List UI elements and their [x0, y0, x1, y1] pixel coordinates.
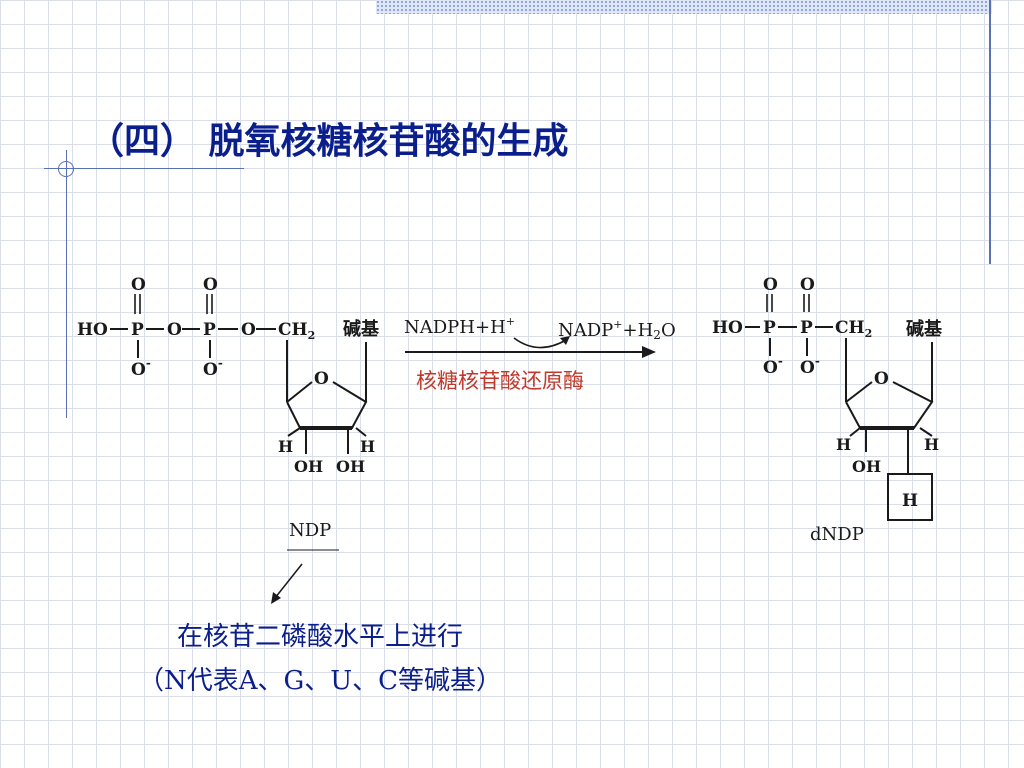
product-ribose-ring: [845, 381, 873, 403]
substrate-oh-right: OH: [336, 457, 365, 476]
substrate-bond: [287, 427, 301, 437]
decorative-dot-band: [376, 0, 992, 14]
substrate-o-bridge1: O: [167, 320, 182, 340]
product-o-top1: O: [763, 275, 778, 295]
cofactor-in: NADPH+H+: [404, 315, 515, 338]
substrate-p1: P: [131, 320, 144, 340]
substrate-ribose-ring: [286, 381, 313, 403]
substrate-ho: HO: [77, 320, 108, 340]
slide-title: （四） 脱氧核糖核苷酸的生成: [88, 120, 569, 162]
substrate-p2: P: [203, 320, 216, 340]
substrate-h-right: H: [360, 437, 375, 456]
product-ho: HO: [712, 318, 743, 338]
substrate-bond: [355, 427, 367, 437]
note-line-2: （N代表A、G、U、C等碱基）: [137, 666, 503, 696]
substrate-o-top1: O: [131, 275, 146, 295]
product-ch2: CH2: [835, 318, 872, 340]
product-p2: P: [800, 318, 813, 338]
substrate-label: NDP: [289, 520, 331, 541]
substrate-o-minus2: O-: [203, 356, 223, 380]
cofactor-curve-arrow: [513, 337, 567, 349]
enzyme-label: 核糖核苷酸还原酶: [416, 369, 584, 393]
substrate-ring-o: O: [314, 369, 329, 389]
product-oh-left: OH: [852, 457, 881, 476]
product-p1: P: [763, 318, 776, 338]
substrate-o-top2: O: [203, 275, 218, 295]
product-o-minus1: O-: [763, 354, 783, 378]
product-h-boxed: H: [902, 491, 918, 511]
pointer-arrow-head: [271, 592, 281, 604]
substrate-o-minus1: O-: [131, 356, 151, 380]
substrate-o-bridge2: O: [241, 320, 256, 340]
product-h-left: H: [836, 435, 851, 454]
product-bond: [849, 427, 861, 437]
product-structure: HO P P CH2 O O O- O- O 碱基 H: [712, 275, 943, 521]
reaction-arrow-head: [642, 346, 656, 358]
substrate-ch2: CH2: [278, 320, 315, 342]
substrate-base: 碱基: [343, 318, 380, 340]
product-h-box: [887, 473, 933, 521]
product-h-right: H: [924, 435, 939, 454]
product-base: 碱基: [906, 318, 943, 340]
decorative-horizontal-line: [44, 168, 244, 169]
pointer-arrow-line: [274, 563, 303, 599]
cofactor-curve-arrow-head: [560, 336, 570, 345]
cofactor-out: NADP++H2O: [558, 318, 676, 342]
reaction-arrow-group: NADPH+H+ NADP++H2O 核糖核苷酸还原酶: [404, 315, 676, 393]
product-ribose-ring: [845, 381, 934, 429]
decorative-circle: [58, 161, 74, 177]
decorative-vertical-line-right: [989, 0, 991, 264]
product-label: dNDP: [810, 524, 864, 545]
product-ring-o: O: [874, 369, 889, 389]
product-o-top2: O: [800, 275, 815, 295]
substrate-structure: HO P O P O CH2 O O O- O- O: [77, 275, 380, 476]
product-bond: [919, 427, 933, 437]
decorative-vertical-line-left: [66, 150, 67, 418]
substrate-h-left: H: [278, 437, 293, 456]
substrate-oh-left: OH: [294, 457, 323, 476]
product-o-minus2: O-: [800, 354, 820, 378]
note-line-1: 在核苷二磷酸水平上进行: [176, 622, 463, 652]
